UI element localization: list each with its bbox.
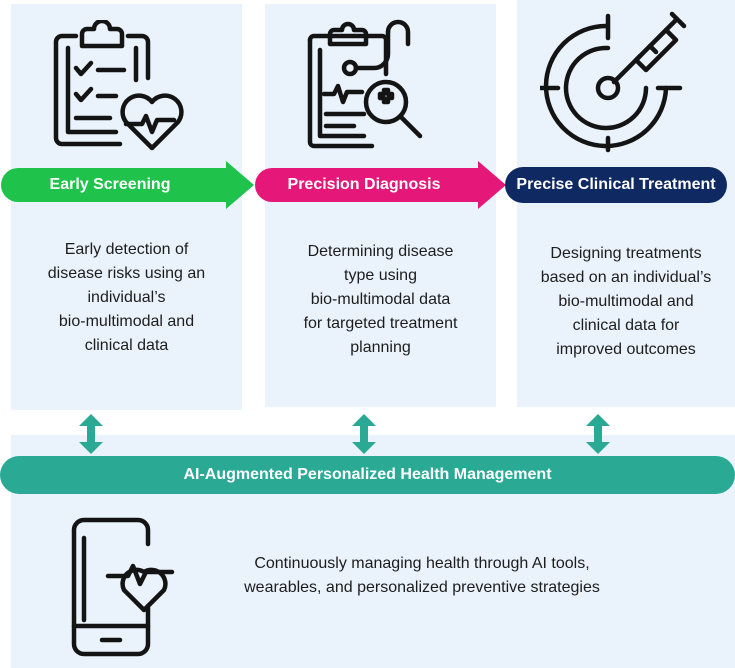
clipboard-checklist-heart-icon	[50, 20, 186, 152]
early-screening-arrow	[0, 161, 255, 209]
precision-diagnosis-label: Precision Diagnosis	[287, 176, 441, 193]
early-screening-description: Early detection of disease risks using a…	[47, 241, 206, 354]
clinical-treatment-description: Designing treatments based on an individ…	[540, 245, 712, 358]
target-syringe-icon	[540, 8, 690, 153]
precision-diagnosis-panel	[265, 4, 496, 407]
smartphone-heart-icon	[68, 516, 178, 659]
clinical-treatment-pill	[505, 167, 727, 203]
clinical-treatment-label: Precise Clinical Treatment	[516, 176, 716, 193]
precision-diagnosis-arrow	[254, 161, 507, 209]
health-management-description: Continuously managing health through AI …	[244, 555, 600, 596]
double-arrow-vertical-icon	[352, 414, 376, 454]
health-management-bar: AI-Augmented Personalized Health Managem…	[0, 456, 735, 494]
early-screening-panel	[11, 4, 242, 410]
health-management-title: AI-Augmented Personalized Health Managem…	[183, 466, 552, 483]
clipboard-stethoscope-magnifier-icon	[302, 14, 432, 152]
precision-diagnosis-description: Determining disease type using bio-multi…	[303, 243, 458, 356]
early-screening-label: Early Screening	[49, 176, 171, 193]
double-arrow-vertical-icon	[586, 414, 610, 454]
double-arrow-vertical-icon	[79, 414, 103, 454]
